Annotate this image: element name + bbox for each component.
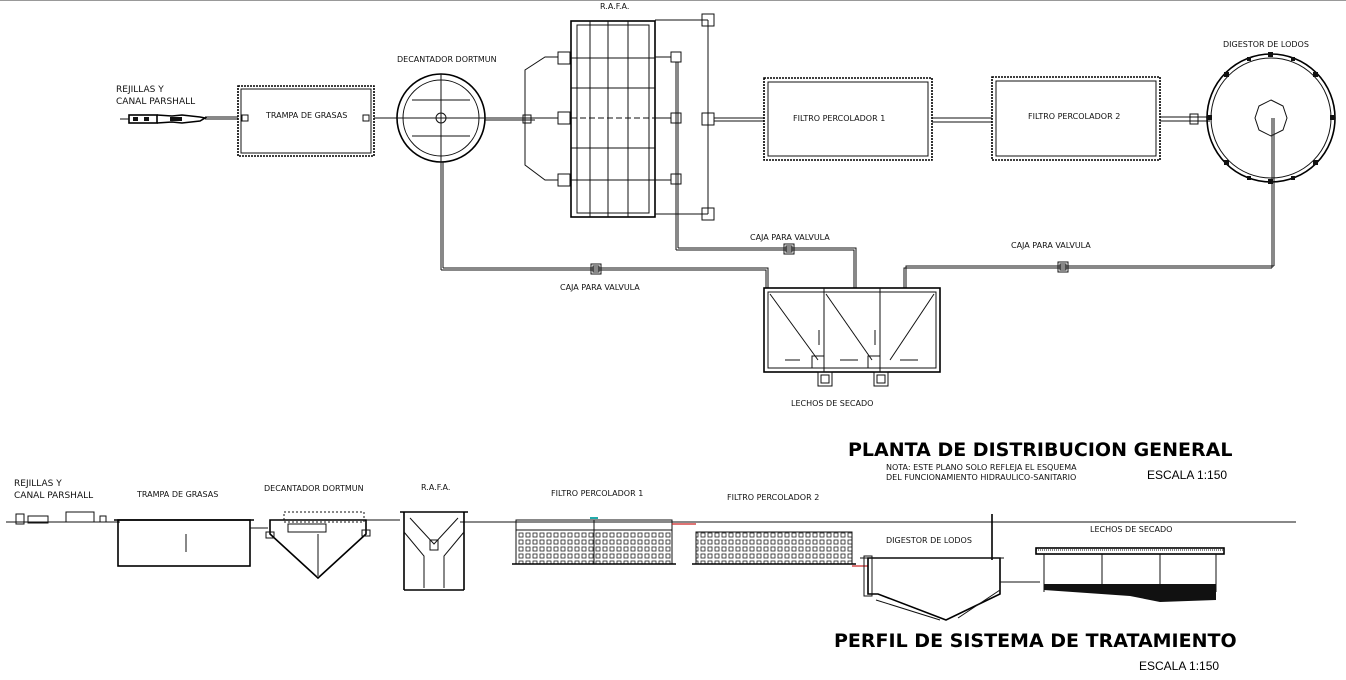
- plan-note-line-2: DEL FUNCIONAMIENTO HIDRAULICO-SANITARIO: [886, 473, 1076, 482]
- plan-decantador: DECANTADOR DORTMUN: [396, 55, 535, 270]
- profile-decantador: [265, 511, 400, 580]
- profile-rejillas-label-2: CANAL PARSHALL: [14, 491, 93, 501]
- profile-view: REJILLAS Y CANAL PARSHALL TRAMPA DE GRAS…: [6, 479, 1296, 673]
- plan-lechos-de-secado: LECHOS DE SECADO: [763, 287, 941, 408]
- profile-filtro1-label: FILTRO PERCOLADOR 1: [551, 489, 643, 498]
- plan-title: PLANTA DE DISTRIBUCION GENERAL: [848, 439, 1232, 461]
- profile-title: PERFIL DE SISTEMA DE TRATAMIENTO: [834, 630, 1237, 652]
- profile-trampa-label: TRAMPA DE GRASAS: [136, 490, 218, 499]
- profile-filtro-2: [692, 531, 868, 567]
- plan-note-line-1: NOTA: ESTE PLANO SOLO REFLEJA EL ESQUEMA: [886, 463, 1077, 472]
- plan-filtro-1: FILTRO PERCOLADOR 1: [763, 77, 933, 161]
- plan-view: REJILLAS Y CANAL PARSHALL TRAMPA DE GRAS…: [116, 2, 1336, 482]
- profile-digestor-label: DIGESTOR DE LODOS: [886, 536, 972, 545]
- plan-rejillas-label-1: REJILLAS Y: [116, 85, 164, 95]
- plan-trampa-label: TRAMPA DE GRASAS: [265, 111, 347, 120]
- profile-rejillas: [6, 511, 120, 525]
- plan-filtro1-label: FILTRO PERCOLADOR 1: [793, 114, 885, 123]
- plan-rafa: R.A.F.A.: [524, 2, 715, 250]
- plan-rejillas: REJILLAS Y CANAL PARSHALL: [116, 85, 238, 124]
- profile-rejillas-label-1: REJILLAS Y: [14, 479, 62, 489]
- plan-sludge-lines: CAJA PARA VALVULA CAJA PARA VALVULA CAJA…: [441, 233, 1274, 292]
- plan-caja-valvula-label-c: CAJA PARA VALVULA: [1011, 241, 1091, 250]
- profile-lechos: [1035, 547, 1225, 602]
- profile-digestor: [860, 514, 1040, 621]
- plan-filtro-2: FILTRO PERCOLADOR 2: [991, 76, 1161, 161]
- plan-filtro2-label: FILTRO PERCOLADOR 2: [1028, 112, 1120, 121]
- plan-decantador-label: DECANTADOR DORTMUN: [397, 55, 497, 64]
- profile-rafa-label: R.A.F.A.: [421, 483, 450, 492]
- plan-lechos-label: LECHOS DE SECADO: [791, 399, 873, 408]
- plan-scale: ESCALA 1:150: [1147, 468, 1227, 482]
- plan-digestor-label: DIGESTOR DE LODOS: [1223, 40, 1309, 49]
- profile-decantador-label: DECANTADOR DORTMUN: [264, 484, 364, 493]
- profile-rafa: [400, 511, 516, 591]
- plan-caja-valvula-label-a: CAJA PARA VALVULA: [560, 283, 640, 292]
- plan-trampa-de-grasas: TRAMPA DE GRASAS: [237, 85, 400, 157]
- profile-scale: ESCALA 1:150: [1139, 659, 1219, 673]
- plan-caja-valvula-label-b: CAJA PARA VALVULA: [750, 233, 830, 242]
- profile-filtro2-label: FILTRO PERCOLADOR 2: [727, 493, 819, 502]
- plan-digestor: DIGESTOR DE LODOS: [1206, 40, 1336, 268]
- profile-lechos-label: LECHOS DE SECADO: [1090, 525, 1172, 534]
- profile-filtro-1: [512, 517, 696, 565]
- plan-rejillas-label-2: CANAL PARSHALL: [116, 97, 195, 107]
- plan-rafa-label: R.A.F.A.: [600, 2, 629, 11]
- profile-trampa: [114, 519, 268, 567]
